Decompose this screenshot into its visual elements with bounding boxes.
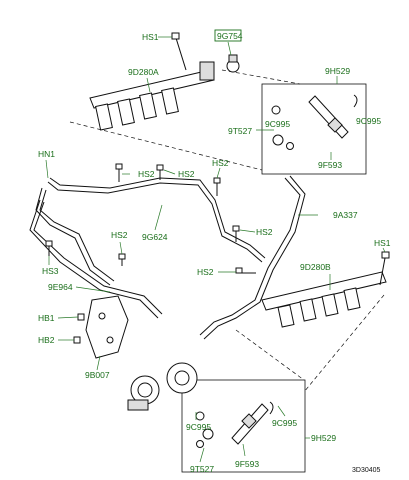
callout-hs2-b: HS2 <box>178 169 195 179</box>
callout-9c995-bottom-right: 9C995 <box>272 418 297 428</box>
pump-bracket-9b007 <box>85 295 129 359</box>
diagram-reference-number: 3D30405 <box>352 467 381 474</box>
callout-hs2-c: HS2 <box>212 158 229 168</box>
callout-9h529-top: 9H529 <box>325 66 350 76</box>
leader <box>119 241 123 255</box>
leader <box>382 247 386 253</box>
dashed-leader <box>303 294 385 393</box>
callout-9t527-top: 9T527 <box>228 126 252 136</box>
callout-9g754: 9G754 <box>217 31 243 41</box>
callout-9c995-bottom-left: 9C995 <box>186 422 211 432</box>
high-pressure-pump <box>127 362 198 411</box>
injector-bottom-detail <box>195 401 274 448</box>
leader <box>239 229 256 233</box>
leader <box>216 167 221 179</box>
pressure-sensor-9g754 <box>226 54 240 73</box>
leader <box>199 447 205 463</box>
bolt-hs1-top <box>171 32 187 71</box>
callout-9c995-top-right: 9C995 <box>356 116 381 126</box>
callout-hs1-right: HS1 <box>374 238 391 248</box>
fuel-lines-9g624 <box>29 177 266 319</box>
callout-9f593-top: 9F593 <box>318 160 342 170</box>
callout-hs2-d: HS2 <box>256 227 273 237</box>
leader <box>45 159 49 179</box>
leader <box>75 286 111 293</box>
callout-hn1: HN1 <box>38 149 55 159</box>
fuel-rail-9d280b <box>261 251 390 328</box>
callout-hs2-e: HS2 <box>111 230 128 240</box>
callout-hs2-a: HS2 <box>138 169 155 179</box>
callout-9b007: 9B007 <box>85 370 110 380</box>
callout-9d280b: 9D280B <box>300 262 331 272</box>
leader <box>277 405 286 417</box>
callout-hs2-f: HS2 <box>197 267 214 277</box>
callout-9d280a: 9D280A <box>128 67 159 77</box>
leader <box>146 77 151 93</box>
callout-box-9g754 <box>214 29 242 42</box>
callout-hb2: HB2 <box>38 335 55 345</box>
leader <box>227 41 232 56</box>
injector-kit-detail-box-top <box>261 83 367 175</box>
callout-hb1: HB1 <box>38 313 55 323</box>
callout-9a337: 9A337 <box>333 210 358 220</box>
bolts-hb <box>73 313 85 344</box>
callout-hs3: HS3 <box>42 266 59 276</box>
dashed-leader <box>235 329 305 381</box>
leader <box>242 443 246 457</box>
leader <box>96 355 101 371</box>
fuel-rail-9d280a <box>89 61 215 131</box>
leader <box>57 316 79 319</box>
callout-9h529-bottom: 9H529 <box>311 433 336 443</box>
callout-9c995-top-left: 9C995 <box>265 119 290 129</box>
callout-hs1-top: HS1 <box>142 32 159 42</box>
leader <box>163 169 176 175</box>
dashed-leader <box>69 121 263 171</box>
dashed-leader <box>221 69 301 85</box>
leader <box>154 204 163 231</box>
callout-9f593-bottom: 9F593 <box>235 459 259 469</box>
injector-top-detail <box>271 94 358 150</box>
pipe-9a337 <box>199 175 306 340</box>
callout-9t527-bottom: 9T527 <box>190 464 214 474</box>
injector-kit-detail-box-bottom <box>181 379 306 473</box>
callout-9g624: 9G624 <box>142 232 168 242</box>
callout-9e964: 9E964 <box>48 282 73 292</box>
clip-bolts-hs2 <box>45 163 256 274</box>
